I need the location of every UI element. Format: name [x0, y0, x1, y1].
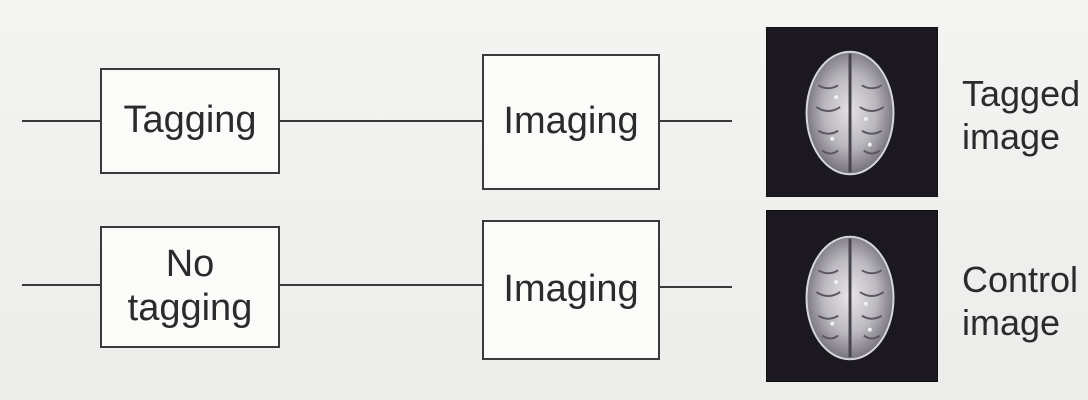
row2-imaging-box: Imaging [482, 220, 660, 360]
row1-output-line [660, 120, 732, 122]
control-brain-scan [766, 210, 938, 382]
row1-input-line [22, 120, 100, 122]
row2-output-line [660, 286, 732, 288]
tagged-caption-line1: Tagged [962, 73, 1081, 114]
no-tagging-label-line2: tagging [127, 287, 253, 329]
row1-middle-line [280, 120, 482, 122]
tagged-brain-scan [766, 27, 938, 197]
tagged-image-caption: Tagged image [962, 72, 1080, 158]
tagging-box-label: Tagging [123, 99, 257, 142]
no-tagging-box: No tagging [100, 226, 280, 348]
tagged-caption-line2: image [962, 116, 1061, 158]
tagging-box: Tagging [100, 68, 280, 174]
brain-scan-image [767, 211, 937, 381]
row1-imaging-box: Imaging [482, 54, 660, 190]
row2-imaging-label: Imaging [503, 268, 639, 311]
row2-input-line [22, 284, 100, 286]
row2-middle-line [280, 284, 482, 286]
control-image-caption: Control image [962, 258, 1078, 344]
no-tagging-label-line1: No [165, 243, 215, 286]
brain-scan-image [767, 28, 937, 196]
row1-imaging-label: Imaging [503, 100, 639, 143]
control-caption-line1: Control [962, 259, 1079, 300]
control-caption-line2: image [962, 302, 1061, 344]
